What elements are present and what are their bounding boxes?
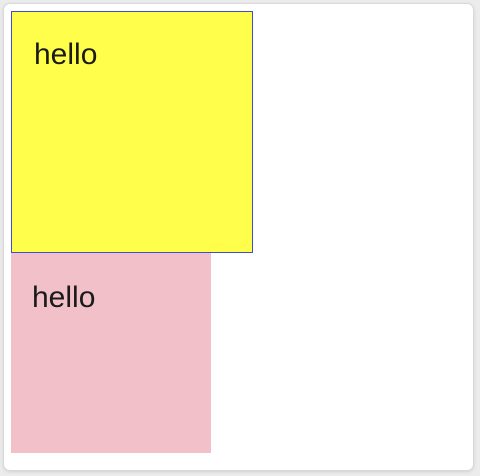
preview-frame: hello hello [4,4,473,470]
pink-box-text: hello [32,281,96,314]
yellow-box-text: hello [34,38,98,71]
yellow-box: hello [11,11,253,253]
